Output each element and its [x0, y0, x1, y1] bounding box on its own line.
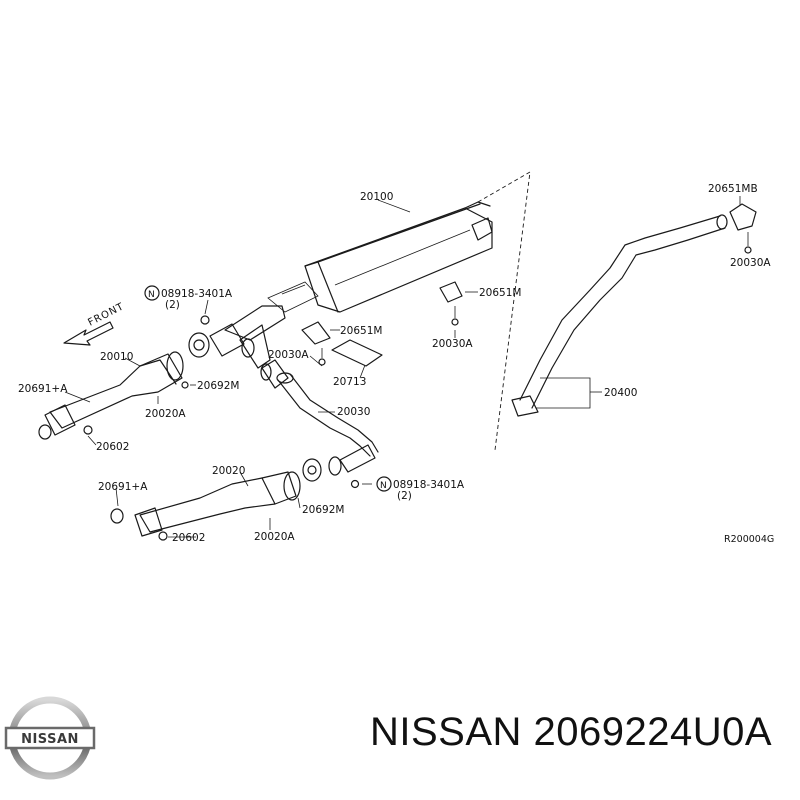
- label-stud-lower: 20020A: [254, 531, 295, 543]
- nut-symbol-lower: N: [376, 476, 392, 492]
- front-label: FRONT: [86, 301, 126, 329]
- nissan-logo-icon: NISSAN: [4, 696, 96, 780]
- center-pipe: [276, 372, 379, 476]
- label-nut-flange-upper: 20602: [96, 441, 129, 453]
- label-ring-upper: 20691+A: [18, 383, 68, 395]
- label-mount-rear-top: 20651MB: [708, 183, 758, 195]
- svg-text:N: N: [380, 481, 387, 491]
- label-front-pipe-lower: 20020: [212, 465, 245, 477]
- svg-text:N: N: [148, 290, 155, 300]
- leader-lines: [64, 196, 741, 538]
- label-bolt-rear-top: 20030A: [730, 257, 771, 269]
- dashed-boundary: [477, 171, 531, 451]
- label-center-pipe: 20030: [337, 406, 370, 418]
- label-nut-lower-qty: (2): [397, 490, 412, 502]
- mount-mid: [439, 281, 463, 326]
- tail-pipe: [511, 214, 728, 417]
- label-nut-upper: 08918-3401A: [161, 288, 233, 300]
- heat-shield: [331, 339, 383, 367]
- front-direction-arrow: FRONT: [63, 301, 126, 346]
- label-nut-upper-qty: (2): [165, 299, 180, 311]
- label-nut-flange-lower: 20602: [172, 532, 205, 544]
- label-heat-shield: 20713: [333, 376, 366, 388]
- label-front-pipe-upper: 20010: [100, 351, 133, 363]
- arrow-left-icon: [63, 321, 114, 346]
- label-muffler: 20100: [360, 191, 393, 203]
- main-muffler: [267, 201, 493, 313]
- label-bolt-mid: 20030A: [432, 338, 473, 350]
- label-mount-mid: 20651M: [479, 287, 521, 299]
- front-pipe-upper: [38, 323, 245, 440]
- part-number-caption: NISSAN 2069224U0A: [370, 710, 773, 754]
- label-gasket-upper: 20692M: [197, 380, 239, 392]
- label-stud-upper: 20020A: [145, 408, 186, 420]
- label-mount-left: 20651M: [340, 325, 382, 337]
- mount-rear-top: [729, 203, 757, 254]
- y-pipe: [224, 305, 289, 389]
- front-pipe-lower: [110, 458, 360, 541]
- label-nut-lower: 08918-3401A: [393, 479, 465, 491]
- label-bolt-left: 20030A: [268, 349, 309, 361]
- logo-text: NISSAN: [21, 732, 79, 747]
- label-gasket-lower: 20692M: [302, 504, 344, 516]
- bolt-upper: [200, 315, 210, 325]
- label-tail-pipe: 20400: [604, 387, 637, 399]
- mount-left: [301, 321, 331, 366]
- nut-symbol-upper: N: [144, 285, 160, 301]
- label-ring-lower: 20691+A: [98, 481, 148, 493]
- reference-code: R200004G: [724, 534, 774, 545]
